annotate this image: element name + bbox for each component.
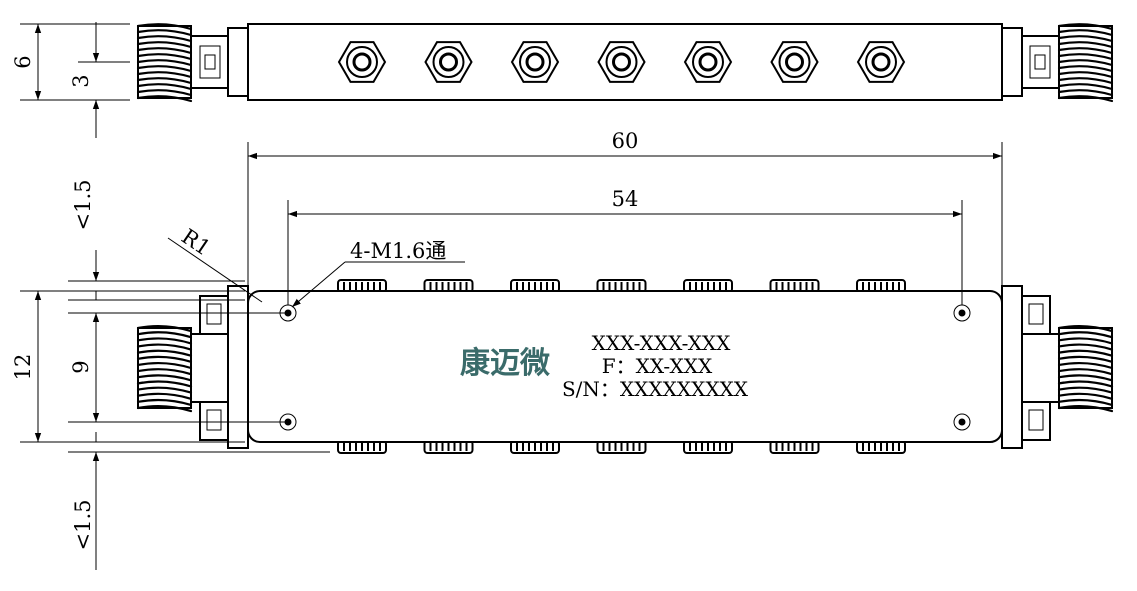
dimension-hole-spacing-54: 54 [612,187,639,211]
tuning-pad [856,279,906,293]
plan-view: 康迈微 XXX-XXX-XXX F：XX-XXX S/N：XXXXXXXXX 6… [11,129,1114,570]
dimension-height-6: 6 [11,55,35,68]
model-label: XXX-XXX-XXX [592,331,732,355]
plan-left-flange [227,285,249,449]
plan-right-flange [1001,285,1023,449]
hex-screw [683,41,733,83]
side-view-left-thread [136,23,193,103]
side-view-left-flange [227,27,249,97]
hex-screw [424,41,473,83]
side-view-right-thread [1057,23,1114,103]
corner-radius-label: R1 [177,224,215,260]
serial-label: S/N：XXXXXXXXX [562,377,749,401]
dimension-clearance-top: <1.5 [71,180,95,231]
logo: 康迈微 [460,346,550,381]
side-view-left-nut [190,35,229,89]
mounting-hole [953,413,971,431]
tuning-pad [856,440,906,454]
hex-screw [337,41,387,83]
tuning-pad [423,440,474,454]
hex-screw [597,41,646,83]
hex-screw [770,41,819,83]
dimension-width-12: 12 [11,354,35,381]
tuning-pads-bottom [337,440,906,454]
dimension-hole-spacing-9: 9 [69,360,93,373]
hole-note: 4-M1.6通 [350,239,446,263]
plan-left-thread [136,325,193,413]
dimension-length-60: 60 [612,129,639,153]
tuning-pad [596,440,647,454]
tuning-pad [337,440,387,454]
plan-right-thread [1057,325,1114,413]
frequency-label: F：XX-XXX [602,354,713,378]
tuning-pad [510,279,560,293]
hex-screw [856,41,906,83]
dimension-clearance-bottom: <1.5 [71,500,95,551]
side-view-right-flange [1001,27,1023,97]
side-view-right-nut [1021,35,1060,89]
hex-screw [510,41,560,83]
side-view-hex-screws [337,41,906,83]
side-view: 6 3 [11,22,1114,138]
dimension-height-3: 3 [69,74,93,87]
